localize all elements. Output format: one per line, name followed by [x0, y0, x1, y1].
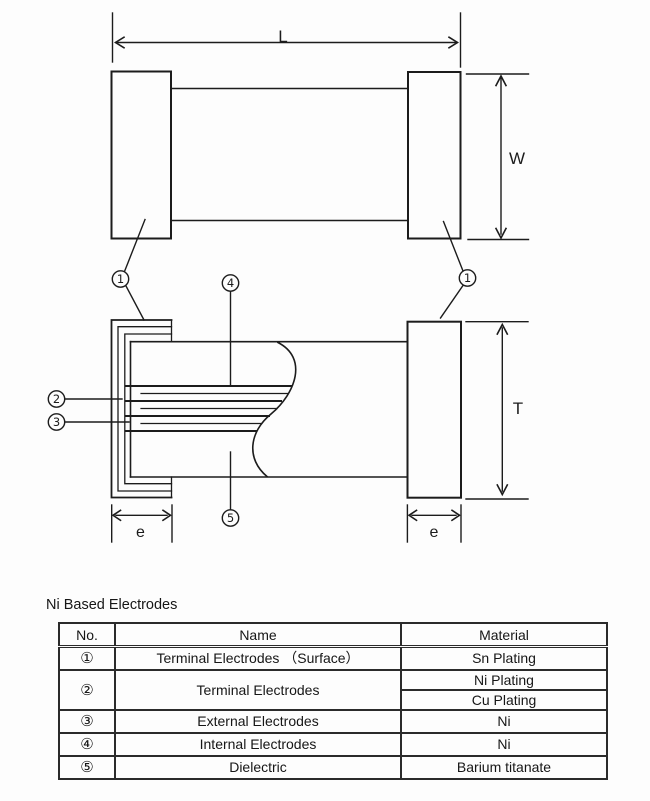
cell-material: Ni [400, 731, 608, 757]
l-arrowhead-right [447, 36, 460, 49]
e-arrowhead-right [161, 509, 172, 522]
callout-line [123, 218, 146, 273]
circled-number-3: ③ [80, 712, 94, 730]
dim-e-right-label: e [430, 524, 439, 541]
cell-name: Terminal Electrodes （Surface） [114, 645, 402, 671]
dimension-T: T [465, 321, 529, 500]
callout-5: 5 [221, 451, 240, 527]
callout-circle-2 [47, 390, 66, 408]
callout-4: 4 [221, 274, 240, 386]
cell-name: Internal Electrodes [114, 731, 402, 757]
callout-1-left: 1 [111, 218, 146, 321]
cell-name: External Electrodes [114, 708, 402, 734]
cell-no: ③ [58, 708, 116, 734]
callout-circle-3 [47, 413, 66, 431]
t-arrowhead-top [496, 322, 509, 336]
table-row: Cu Plating [59, 688, 608, 711]
table-title: Ni Based Electrodes [46, 597, 178, 613]
callout-digit-5: 5 [227, 511, 234, 525]
ni-plating-layer-outline [117, 326, 173, 492]
table-row: ② Terminal Electrodes Ni Plating [58, 668, 608, 711]
cell-name: Terminal Electrodes [114, 668, 402, 711]
callout-line [439, 284, 464, 319]
dimension-W: W [465, 73, 530, 241]
callout-digit-2: 2 [53, 392, 60, 406]
callout-digit-3: 3 [53, 415, 60, 429]
callout-circle-1 [111, 270, 130, 288]
dim-L-label: L [278, 27, 287, 46]
header-no: No. [58, 622, 116, 648]
cell-no: ④ [58, 731, 116, 757]
cell-material: Ni [400, 708, 608, 734]
table-row: ⑤ Dielectric Barium titanate [58, 754, 608, 780]
cell-material: Barium titanate [400, 754, 608, 780]
circled-number-4: ④ [80, 735, 94, 753]
ceramic-body [129, 340, 409, 478]
cell-name: Dielectric [114, 754, 402, 780]
callout-digit-4: 4 [227, 276, 234, 290]
dimension-e-right: e [406, 504, 462, 543]
cross-section-view: T e e [47, 274, 529, 543]
cell-no: ② [58, 668, 116, 711]
top-view-left-terminal [110, 70, 172, 240]
top-view-right-terminal [407, 71, 462, 240]
dim-e-left-label: e [136, 524, 145, 541]
callout-3: 3 [47, 413, 130, 431]
header-material: Material [400, 622, 608, 648]
electrode-table: No. Name Material ① Terminal Electrodes … [58, 622, 608, 780]
callout-line [442, 220, 464, 272]
internal-electrodes [125, 385, 292, 432]
cross-section-right-terminal [406, 320, 462, 499]
table-row: ① Terminal Electrodes （Surface） Sn Plati… [58, 645, 608, 671]
callout-2: 2 [47, 390, 123, 408]
cell-material: Ni Plating [400, 668, 608, 691]
callout-digit-1: 1 [117, 272, 124, 286]
callout-1-right: 1 [439, 220, 477, 319]
capacitor-diagram: L W 1 [47, 12, 530, 543]
callout-circle-1 [458, 269, 477, 287]
table-row: ③ External Electrodes Ni [58, 708, 608, 734]
callout-line [125, 285, 145, 321]
cell-no: ① [58, 645, 116, 671]
table-header-row: No. Name Material [58, 622, 608, 648]
callout-circle-5 [221, 509, 240, 527]
top-view: L W [110, 12, 530, 241]
t-arrowhead-bottom [496, 483, 509, 497]
e-arrowhead-left [111, 509, 122, 522]
circled-number-1: ① [80, 649, 94, 668]
left-terminal-layers [110, 319, 173, 499]
header-name: Name [114, 622, 402, 648]
circled-number-2: ② [80, 680, 94, 699]
dimension-L: L [111, 12, 462, 68]
cell-no: ⑤ [58, 754, 116, 780]
table-row: ④ Internal Electrodes Ni [58, 731, 608, 757]
sn-plating-layer-outline [110, 319, 173, 499]
l-arrowhead-left [113, 36, 126, 49]
cell-material: Cu Plating [400, 688, 608, 711]
cell-material: Sn Plating [400, 645, 608, 671]
break-curve [252, 341, 297, 478]
callout-circle-4 [221, 274, 240, 292]
e-arrowhead-right [450, 509, 461, 522]
circled-number-5: ⑤ [80, 758, 94, 776]
dimension-e-left: e [110, 504, 173, 543]
w-arrowhead-top [494, 74, 508, 87]
w-arrowhead-bottom [494, 227, 508, 240]
callout-digit-1: 1 [464, 271, 471, 285]
dim-W-label: W [509, 149, 525, 168]
dim-T-label: T [513, 399, 523, 418]
external-electrode-layer-outline [124, 333, 173, 485]
e-arrowhead-left [407, 509, 418, 522]
